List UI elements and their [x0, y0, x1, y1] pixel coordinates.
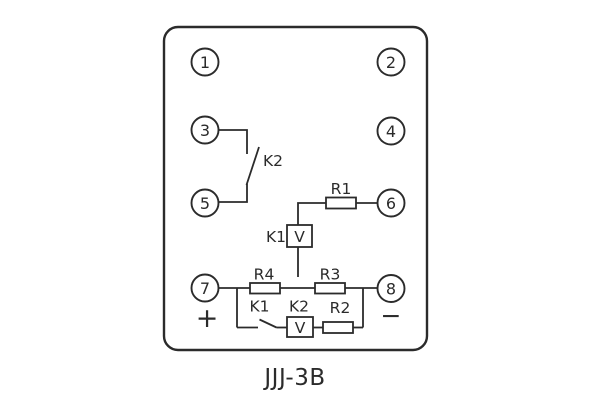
terminal-number: 1 — [200, 53, 210, 72]
terminal-4: 4 — [376, 116, 406, 146]
voltage-coil-k2: V K2 — [286, 298, 314, 338]
terminal-number: 7 — [200, 279, 210, 298]
terminal-circle — [190, 115, 220, 145]
resistor-r3: R3 — [314, 266, 346, 295]
k1-contact-label: K1 — [249, 298, 269, 316]
resistor-body — [322, 321, 354, 334]
terminal-circle — [376, 47, 406, 77]
wire-r1-to-k1-coil — [297, 202, 326, 225]
terminal-number: 3 — [200, 121, 210, 140]
resistor-body — [314, 282, 346, 295]
terminal-number: 5 — [200, 194, 210, 213]
plus-symbol: + — [196, 303, 219, 334]
resistor-label: R1 — [331, 180, 352, 198]
coil-box — [286, 316, 314, 338]
k2-contact-blade — [245, 146, 260, 186]
terminal-circle — [190, 188, 220, 218]
resistor-label: R4 — [254, 266, 275, 284]
minus-symbol: − — [381, 301, 402, 330]
coil-name: K2 — [289, 298, 309, 316]
terminal-number: 4 — [386, 122, 396, 141]
resistor-body — [325, 196, 357, 210]
resistor-label: R3 — [320, 266, 341, 284]
relay-enclosure-outline — [162, 25, 429, 352]
resistor-r4: R4 — [249, 266, 281, 295]
coil-symbol-v: V — [294, 228, 305, 246]
terminal-circle — [190, 273, 220, 303]
resistor-r2: R2 — [322, 299, 354, 334]
terminal-circle — [376, 274, 406, 303]
wire-t3-to-k2-contact — [218, 129, 248, 154]
terminal-1: 1 — [190, 47, 220, 77]
coil-name: K1 — [266, 228, 286, 246]
terminal-5: 5 — [190, 188, 220, 218]
wire-k2-contact-to-t5 — [218, 184, 248, 203]
terminal-circle — [376, 116, 406, 146]
resistor-r1: R1 — [325, 180, 357, 210]
model-caption: JJJ-3B — [262, 365, 325, 391]
resistor-label: R2 — [330, 299, 351, 317]
terminal-3: 3 — [190, 115, 220, 145]
terminal-number: 8 — [386, 280, 396, 299]
terminal-7: 7 — [190, 273, 220, 303]
terminal-8: 8 — [376, 274, 406, 303]
coil-box — [286, 224, 313, 248]
resistor-body — [249, 282, 281, 295]
terminal-6: 6 — [376, 188, 406, 218]
k2-contact-label: K2 — [263, 152, 283, 170]
coil-symbol-v: V — [295, 319, 306, 337]
terminal-number: 2 — [386, 53, 396, 72]
voltage-coil-k1: V K1 — [266, 224, 313, 248]
terminal-number: 6 — [386, 194, 396, 213]
terminal-2: 2 — [376, 47, 406, 77]
k1-contact-blade — [259, 318, 277, 329]
terminal-circle — [190, 47, 220, 77]
wiring — [218, 129, 378, 329]
terminal-circle — [376, 188, 406, 218]
